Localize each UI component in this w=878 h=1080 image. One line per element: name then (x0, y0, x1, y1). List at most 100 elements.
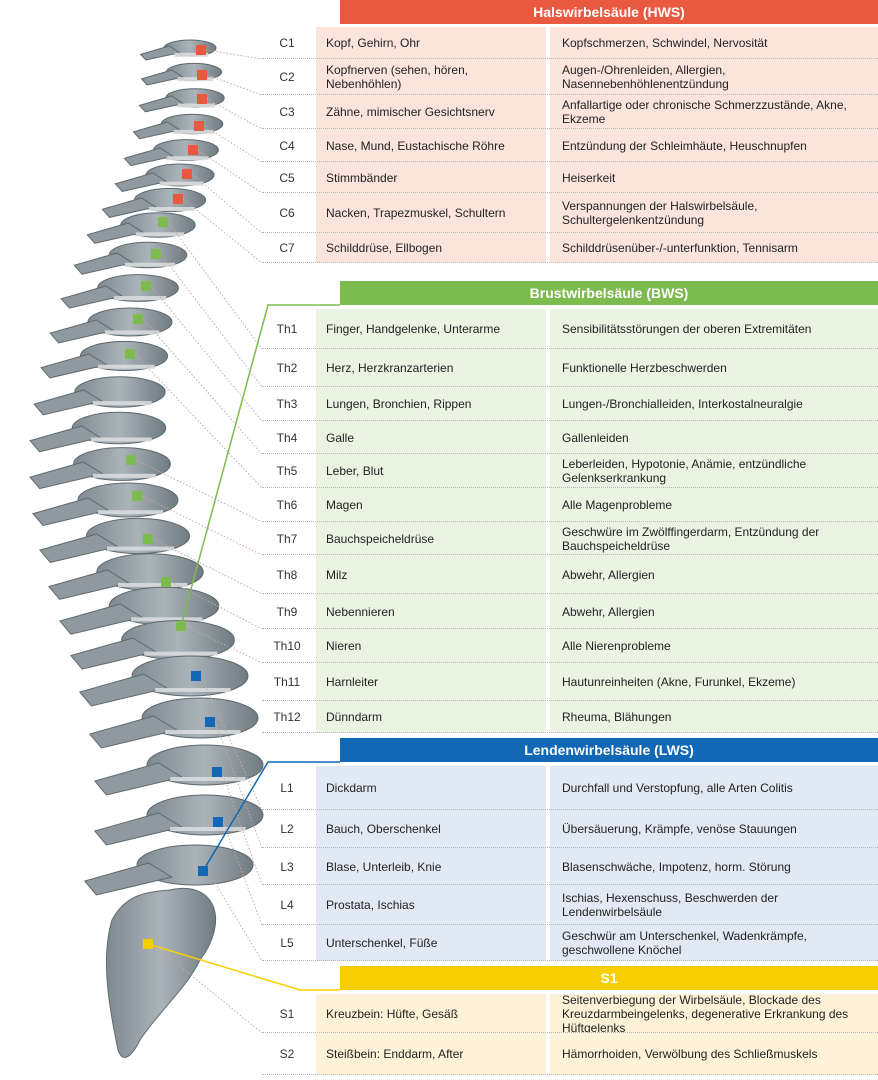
row-divider (262, 192, 878, 193)
leader-line (185, 625, 263, 664)
symptom-cell: Geschwür am Unterschenkel, Wadenkrämpfe,… (546, 925, 878, 961)
organ-cell: Magen (316, 488, 546, 522)
row-divider (262, 809, 878, 810)
vertebra-code: Th1 (276, 322, 298, 336)
symptom-cell: Augen-/Ohrenleiden, Allergien, Nasennebe… (546, 59, 878, 95)
section-connector (202, 761, 340, 872)
vertebra-code: L1 (280, 781, 294, 795)
leader-line (205, 49, 263, 60)
organ-cell: Lungen, Bronchien, Rippen (316, 387, 546, 421)
vertebra-marker (182, 169, 192, 179)
vertebra-code: C1 (279, 36, 295, 50)
vertebra-code: C7 (279, 241, 295, 255)
vertebra-code: Th2 (276, 361, 298, 375)
vertebra-marker (132, 491, 142, 501)
leader-line (197, 149, 263, 194)
section-header-s1: S1 (340, 966, 878, 990)
symptom-cell: Heiserkeit (546, 162, 878, 193)
symptom-cell: Alle Nierenprobleme (546, 629, 878, 663)
organ-cell: Finger, Handgelenke, Unterarme (316, 309, 546, 349)
row-divider (262, 960, 878, 961)
row-divider (262, 700, 878, 701)
vertebra-code: L5 (280, 936, 294, 950)
row-divider (262, 884, 878, 885)
row-divider (262, 593, 878, 594)
row-divider (262, 924, 878, 925)
row-divider (262, 554, 878, 555)
symptom-cell: Alle Magenprobleme (546, 488, 878, 522)
row-divider (262, 128, 878, 129)
vertebra-bone (114, 163, 215, 193)
vertebra-bone (73, 241, 188, 275)
section-connector (180, 304, 340, 627)
organ-cell: Kopf, Gehirn, Ohr (316, 27, 546, 59)
vertebra-bone (101, 187, 207, 218)
vertebra-marker (205, 717, 215, 727)
symptom-cell: Entzündung der Schleimhäute, Heuschnupfe… (546, 129, 878, 162)
vertebra-bone (29, 411, 167, 453)
leader-line (222, 821, 263, 926)
organ-cell: Nacken, Trapezmuskel, Schultern (316, 193, 546, 233)
vertebra-code: Th10 (273, 639, 301, 653)
vertebra-marker (161, 577, 171, 587)
leader-line (141, 495, 263, 556)
symptom-cell: Durchfall und Verstopfung, alle Arten Co… (546, 766, 878, 810)
section-connector (147, 943, 340, 991)
vertebra-code: L3 (280, 859, 294, 874)
row-divider (262, 232, 878, 233)
leader-line (191, 173, 263, 234)
symptom-cell: Rheuma, Blähungen (546, 701, 878, 733)
organ-cell: Dünndarm (316, 701, 546, 733)
vertebra-bone (123, 139, 219, 167)
vertebra-bone (40, 340, 169, 379)
row-divider (262, 847, 878, 848)
organ-cell: Schilddrüse, Ellbogen (316, 233, 546, 263)
vertebra-code: C2 (279, 70, 295, 84)
vertebra-bone (138, 88, 225, 113)
leader-line (221, 771, 263, 886)
organ-cell: Steißbein: Enddarm, After (316, 1033, 546, 1075)
row-divider (262, 487, 878, 488)
row-divider (262, 348, 878, 349)
symptom-cell: Abwehr, Allergien (546, 555, 878, 594)
row-divider (262, 58, 878, 59)
organ-cell: Prostata, Ischias (316, 885, 546, 925)
vertebra-code: L2 (280, 822, 294, 836)
vertebra-bone (32, 482, 179, 527)
row-divider (262, 386, 878, 387)
section-header-lws: Lendenwirbelsäule (LWS) (340, 738, 878, 762)
symptom-cell: Übersäuerung, Krämpfe, venöse Stauungen (546, 810, 878, 848)
leader-line (200, 675, 263, 811)
symptom-cell: Schilddrüsenüber-/-unterfunktion, Tennis… (546, 233, 878, 263)
vertebra-marker (173, 194, 183, 204)
vertebra-code: C6 (279, 206, 295, 220)
vertebra-bone (49, 307, 173, 344)
symptom-cell: Blasenschwäche, Impotenz, horm. Störung (546, 848, 878, 885)
vertebra-bone (29, 447, 171, 490)
vertebra-marker (194, 121, 204, 131)
vertebra-marker (188, 145, 198, 155)
sacrum-bone (105, 888, 217, 1058)
vertebra-marker (133, 314, 143, 324)
leader-line (152, 538, 263, 595)
leader-line (182, 198, 263, 264)
vertebra-marker (151, 249, 161, 259)
organ-cell: Dickdarm (316, 766, 546, 810)
vertebra-marker (212, 767, 222, 777)
organ-cell: Blase, Unterleib, Knie (316, 848, 546, 885)
